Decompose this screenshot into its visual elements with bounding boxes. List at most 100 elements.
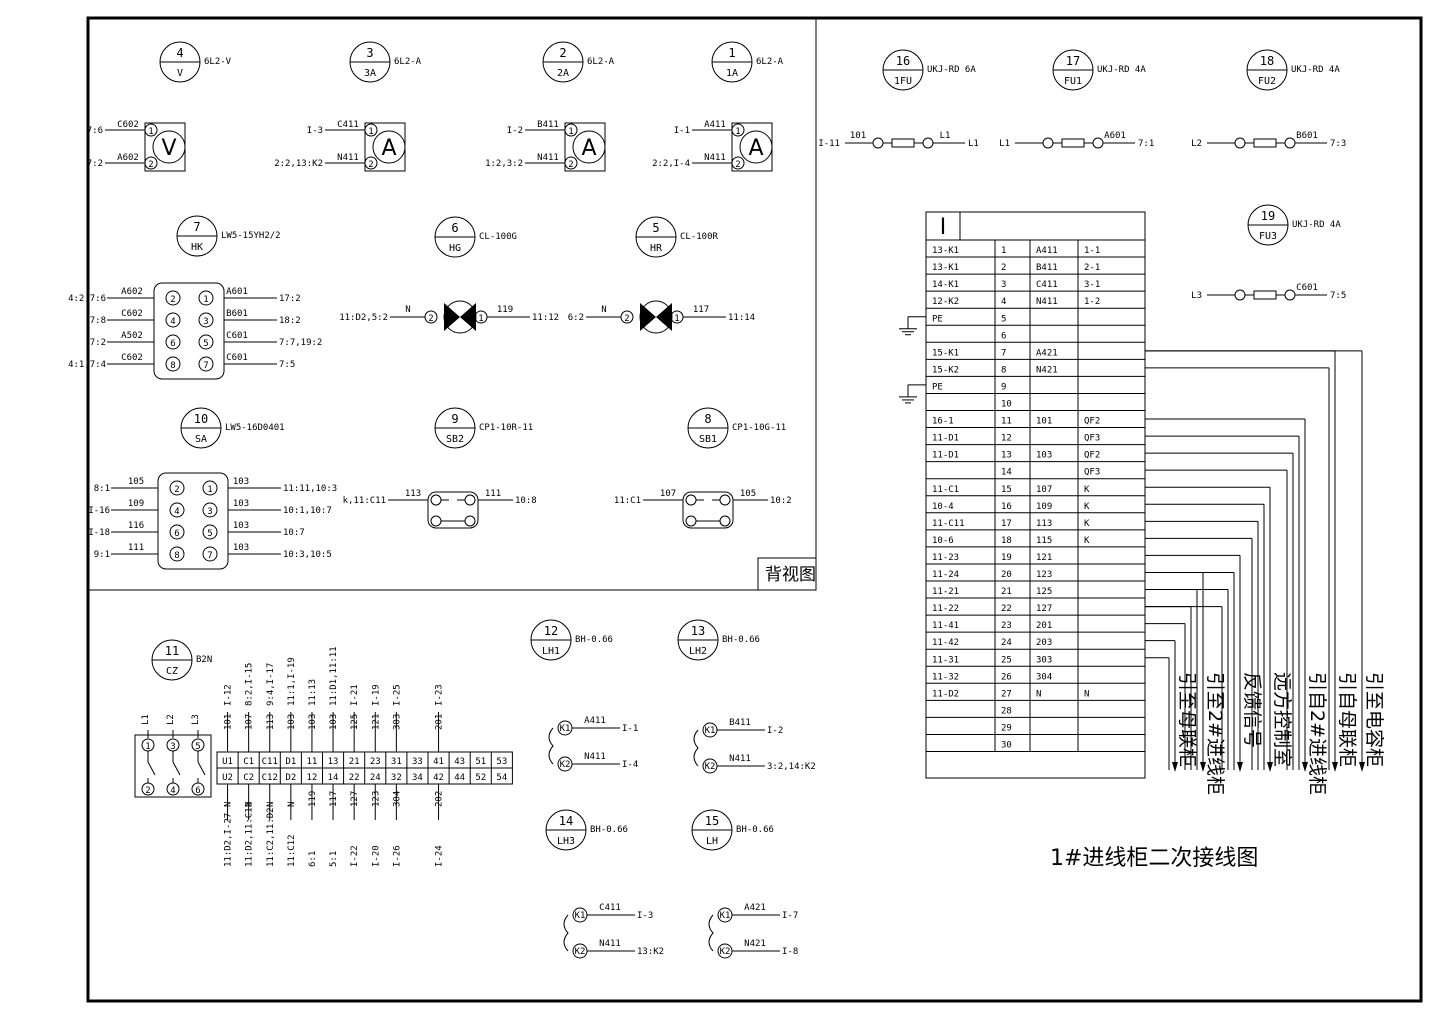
fuse-terminal <box>872 137 884 149</box>
strip-wire-number: N <box>266 802 276 807</box>
strip-destination: I-12 <box>224 684 234 706</box>
fuse-FU2-tag-model: UKJ-RD 4A <box>1291 65 1340 75</box>
strip-wire-number: 303 <box>392 714 402 730</box>
strip-top-cell: 11 <box>307 757 318 767</box>
table-cell-dest: QF3 <box>1084 468 1100 478</box>
button-SB2-tag-number: 9 <box>451 412 458 426</box>
switch-right-label: 11:11,10:3 <box>283 484 337 494</box>
button-SB1-tag-model: CP1-10G-11 <box>732 423 786 433</box>
meter-wire-label: B411 <box>537 120 559 130</box>
table-cell-number: 13 <box>1001 451 1012 461</box>
meter-symbol: A <box>748 136 763 161</box>
ct-coil <box>708 914 714 952</box>
ct-wire-label: A421 <box>744 903 766 913</box>
table-cell-number: 11 <box>1001 417 1012 427</box>
back-view-box <box>757 557 817 591</box>
ct-LH1-tag-code: LH1 <box>542 646 560 657</box>
meter-wire-label: N411 <box>704 153 726 163</box>
switch-contact <box>169 524 185 540</box>
switch-wire-label: A602 <box>121 287 143 297</box>
strip-wire-number: 113 <box>266 714 276 730</box>
table-cell-dest: K <box>1084 485 1090 495</box>
table-cell-source: 10-6 <box>932 536 954 546</box>
meter-terminal-label: 1 <box>148 127 153 137</box>
table-cell-number: 22 <box>1001 604 1012 614</box>
meter-right-label: 7:2 <box>87 159 103 169</box>
strip-wire-number: 201 <box>435 714 445 730</box>
strip-bottom-cell: 44 <box>454 773 465 783</box>
switch-left-label: 8:1 <box>94 484 110 494</box>
breaker-switch <box>172 761 181 776</box>
strip-wire-number: 107 <box>245 714 255 730</box>
ct-LH1-tag-model: BH-0.66 <box>575 635 613 645</box>
lamp-HR-tag-code: HR <box>650 243 663 254</box>
strip-destination: I-24 <box>435 845 445 867</box>
table-cell-number: 3 <box>1001 280 1006 290</box>
route-arrow <box>1332 762 1338 772</box>
button-right-label: 10:2 <box>770 496 792 506</box>
ct-terminal-label: K2 <box>560 760 571 770</box>
table-cell-source: PE <box>932 382 943 392</box>
switch-wire-label: 105 <box>128 477 144 487</box>
ct-LH2-tag-code: LH2 <box>689 646 707 657</box>
table-cell-wire: B411 <box>1036 263 1058 273</box>
lamp-HR-tag-model: CL-100R <box>680 232 719 242</box>
strip-wire-number: 202 <box>435 791 445 807</box>
fuse-FU3-tag-number: 19 <box>1261 209 1275 223</box>
table-cell-source: 15-K1 <box>932 348 959 358</box>
button-SB1-tag-number: 8 <box>704 412 711 426</box>
strip-destination: 11:C12 <box>287 834 297 867</box>
lamp-terminal-label: 2 <box>428 314 433 324</box>
strip-destination: I-26 <box>392 845 402 867</box>
fuse-FU3-tag-code: FU3 <box>1259 231 1277 242</box>
lamp-wire-label: N <box>601 305 606 315</box>
table-cell-source: 11-D1 <box>932 434 959 444</box>
table-cell-wire: 101 <box>1036 417 1052 427</box>
switch-wire-label: C602 <box>121 353 143 363</box>
breaker-phase: L2 <box>166 714 176 725</box>
breaker-switch <box>197 761 206 776</box>
button-contact <box>685 494 697 506</box>
strip-destination: I-25 <box>392 684 402 706</box>
button-wire-label: 105 <box>740 489 756 499</box>
route-arrow <box>1237 762 1243 772</box>
breaker-contact <box>166 782 180 796</box>
strip-wire-number: 117 <box>329 791 339 807</box>
ct-wire-label: B411 <box>729 718 751 728</box>
breaker-contact-label: 1 <box>145 742 150 752</box>
outer-frame <box>86 16 1423 1003</box>
strip-destination: I-22 <box>350 845 360 867</box>
meter-dial <box>372 130 406 164</box>
destination-label: 远方控制室 <box>1271 672 1293 767</box>
table-cell-wire: 109 <box>1036 502 1052 512</box>
table-cell-source: 11-31 <box>932 655 959 665</box>
ct-right-label: I-2 <box>767 726 783 736</box>
meter-V-tag-number: 4 <box>176 46 183 60</box>
strip-top-cell: 33 <box>412 757 423 767</box>
strip-top-cell: 53 <box>496 757 507 767</box>
breaker-contact-label: 5 <box>195 742 200 752</box>
button-contact <box>719 494 731 506</box>
table-cell-number: 10 <box>1001 400 1012 410</box>
strip-wire-number: N <box>245 802 255 807</box>
table-cell-number: 17 <box>1001 519 1012 529</box>
lamp-wire-label: 117 <box>693 305 709 315</box>
breaker-contact <box>141 782 155 796</box>
fuse-wire-label: C601 <box>1296 283 1318 293</box>
drawing-title: 1#进线柜二次接线图 <box>1050 846 1258 871</box>
ct-LH3-tag-code: LH3 <box>557 836 575 847</box>
table-cell-number: 30 <box>1001 741 1012 751</box>
fuse-wire-label: B601 <box>1296 131 1318 141</box>
table-cell-source: 11-D1 <box>932 451 959 461</box>
fuse-FU2-tag-code: FU2 <box>1258 76 1276 87</box>
strip-destination: 11:D1,11:11 <box>329 646 339 706</box>
breaker-contact-label: 3 <box>170 742 175 752</box>
table-cell-wire: 107 <box>1036 485 1052 495</box>
meter-symbol: A <box>581 136 596 161</box>
breaker-CZ-tag-model: B2N <box>196 655 212 665</box>
fuse-1FU-tag-number: 16 <box>896 54 910 68</box>
strip-top-cell: C11 <box>262 757 278 767</box>
